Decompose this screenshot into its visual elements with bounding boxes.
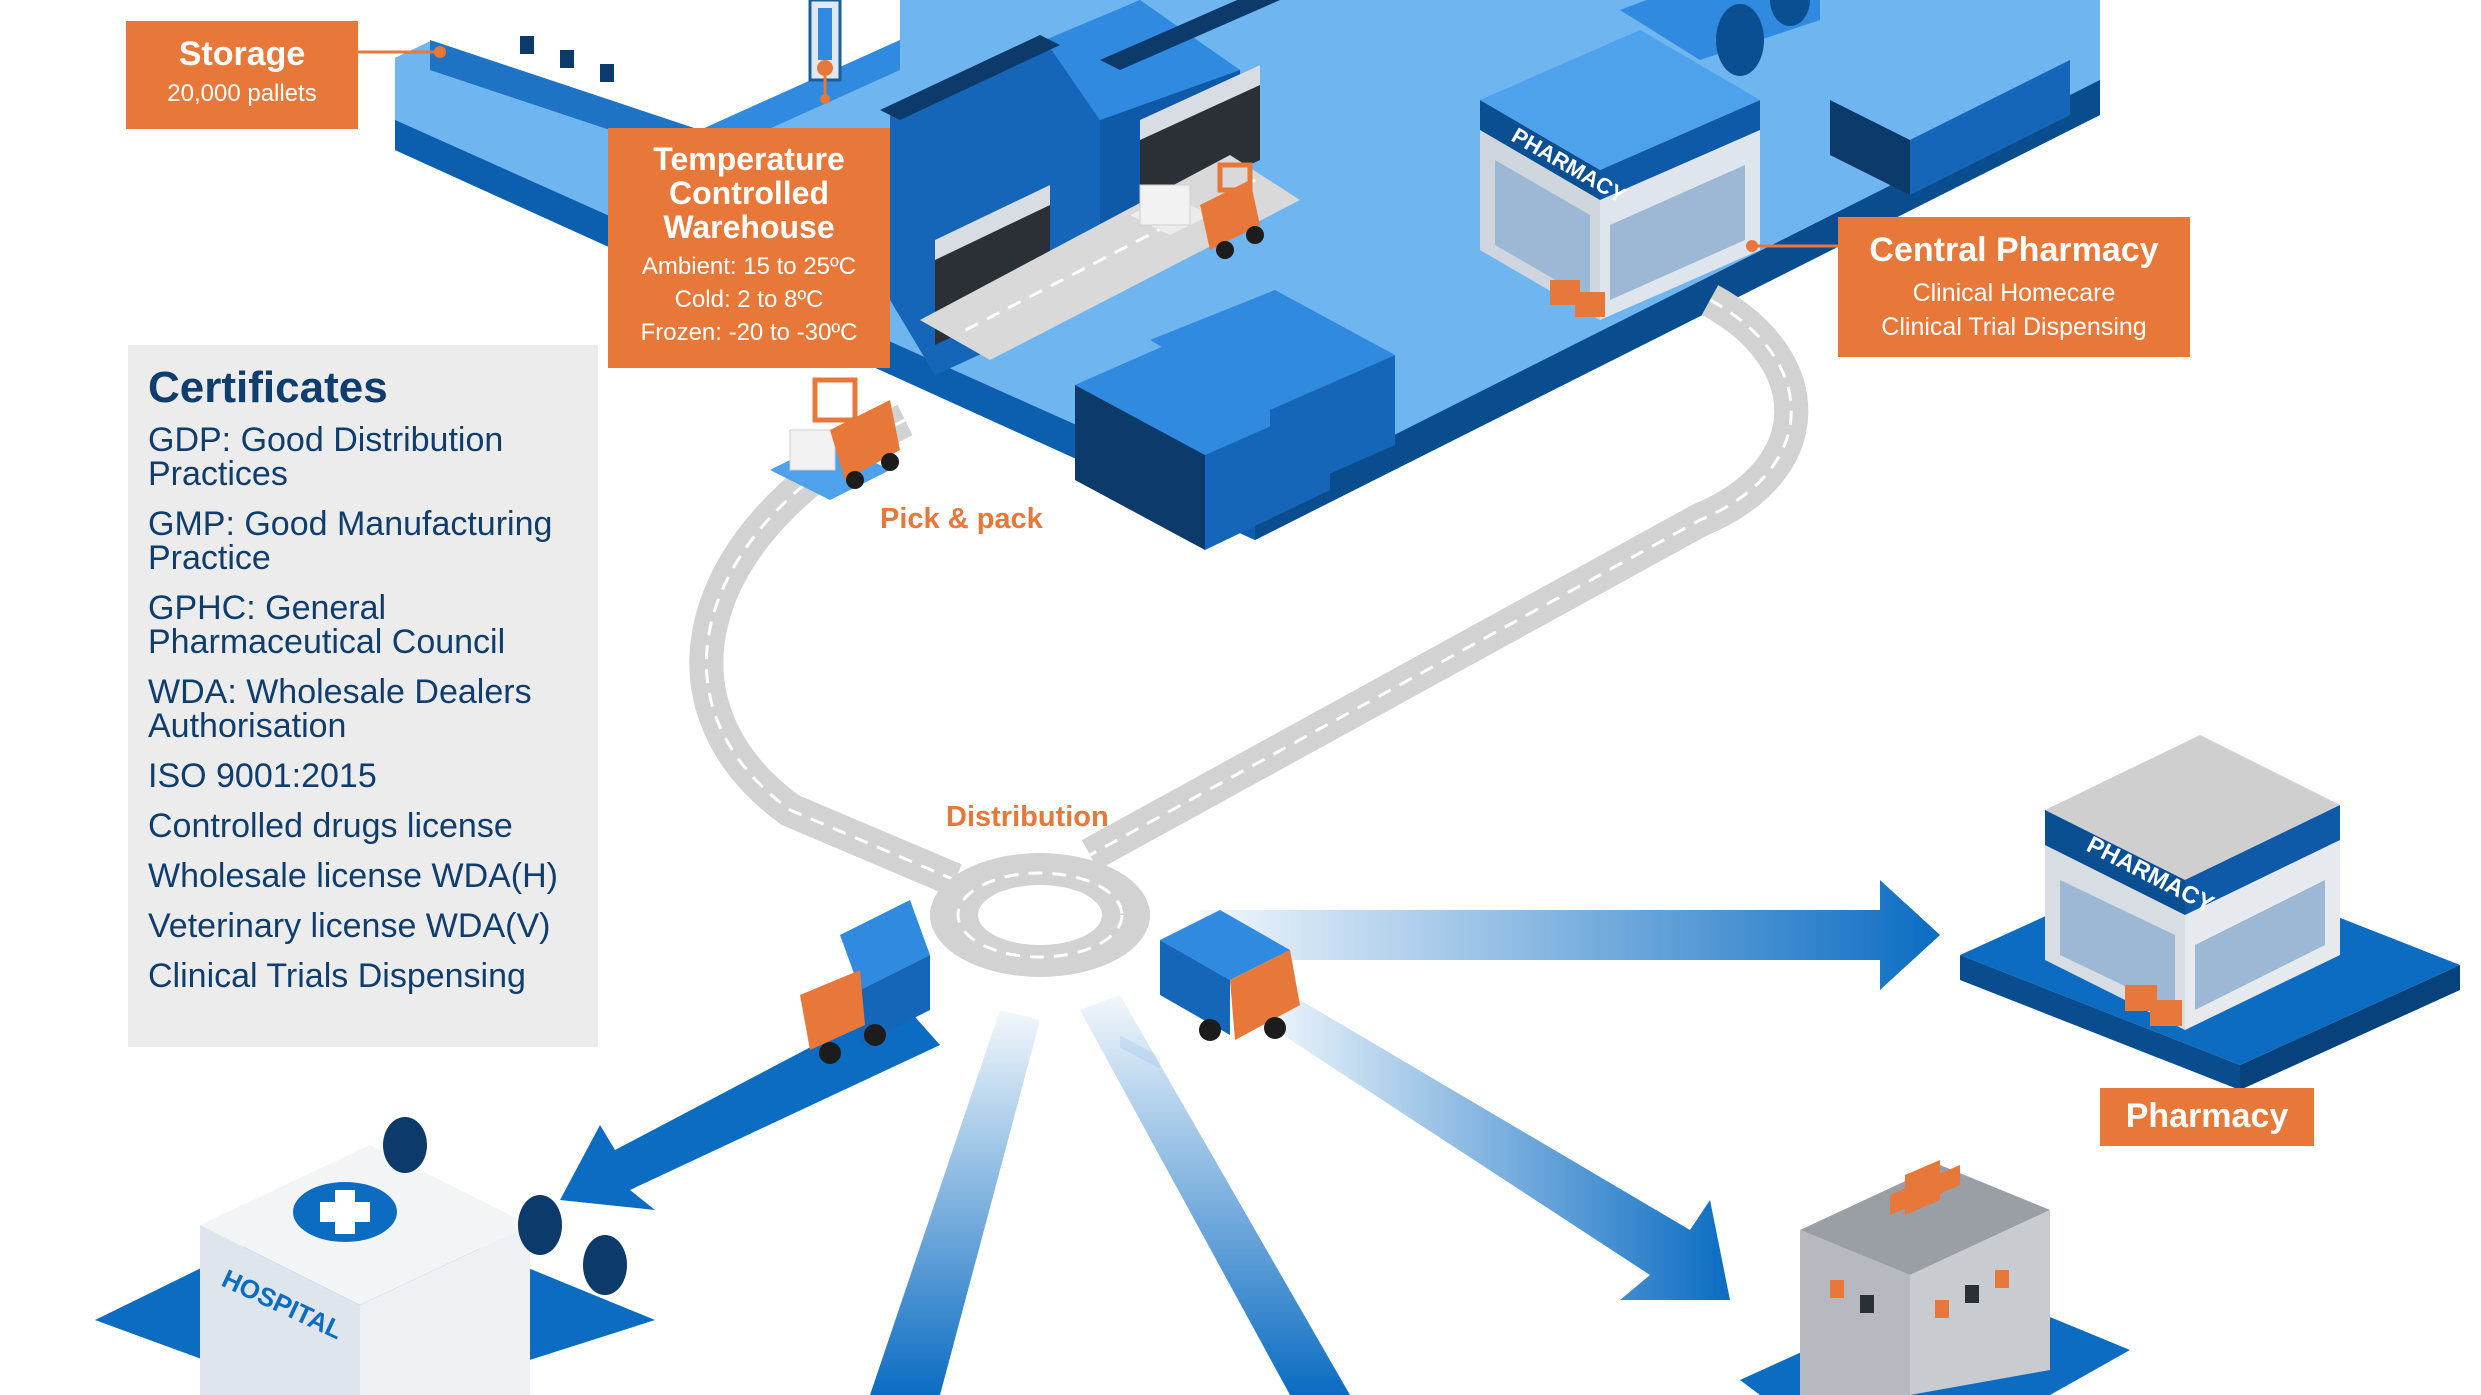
temperature-cold: Cold: 2 to 8ºC <box>674 286 824 313</box>
truck-right <box>1160 910 1300 1041</box>
distribution-arrows <box>560 880 1940 1395</box>
storage-subtitle: 20,000 pallets <box>167 80 317 107</box>
clinic-building <box>1740 1160 2130 1395</box>
central-pharmacy-line-2: Clinical Trial Dispensing <box>1881 313 2147 341</box>
distribution-label: Distribution <box>946 801 1109 833</box>
certificates-title: Certificates <box>148 363 388 412</box>
certificates-panel: Certificates GDP: Good Distribution Prac… <box>128 345 598 1047</box>
forklift-dock <box>1130 162 1264 259</box>
central-pharmacy-title: Central Pharmacy <box>1869 231 2159 269</box>
pharmacy-title: Pharmacy <box>2125 1097 2289 1135</box>
central-pharmacy-line-1: Clinical Homecare <box>1912 279 2116 307</box>
pharmacy-building: PHARMACY <box>1960 735 2460 1090</box>
certificate-item: GMP: Good Manufacturing Practice <box>148 505 553 577</box>
pick-pack-label: Pick & pack <box>880 503 1043 535</box>
certificate-item: GDP: Good Distribution Practices <box>148 421 504 493</box>
storage-title: Storage <box>178 35 306 73</box>
certificate-item: Clinical Trials Dispensing <box>148 957 526 995</box>
temperature-label: Temperature Controlled Warehouse Ambient… <box>608 128 890 368</box>
temperature-ambient: Ambient: 15 to 25ºC <box>641 253 857 280</box>
platform-right-buildings <box>1620 0 2070 195</box>
temperature-title: Temperature Controlled Warehouse <box>653 141 845 245</box>
certificates-list: GDP: Good Distribution Practices GMP: Go… <box>148 423 578 993</box>
certificate-item: WDA: Wholesale Dealers Authorisation <box>148 673 532 745</box>
certificate-item: Wholesale license WDA(H) <box>148 857 558 895</box>
hospital-building: HOSPITAL <box>95 1117 655 1395</box>
certificate-item: ISO 9001:2015 <box>148 757 377 795</box>
pharmacy-label: Pharmacy <box>2100 1088 2314 1146</box>
temperature-frozen: Frozen: -20 to -30ºC <box>640 319 858 346</box>
certificate-item: GPHC: General Pharmaceutical Council <box>148 589 506 661</box>
shipping-containers <box>1075 290 1395 1069</box>
forklift-pick-pack <box>770 377 900 500</box>
truck-left <box>800 900 930 1064</box>
central-pharmacy-label: Central Pharmacy Clinical Homecare Clini… <box>1838 217 2190 357</box>
central-pharmacy-building: PHARMACY <box>1480 30 1760 320</box>
storage-label: Storage 20,000 pallets <box>126 21 358 129</box>
certificate-item: Veterinary license WDA(V) <box>148 907 551 945</box>
certificate-item: Controlled drugs license <box>148 807 513 845</box>
